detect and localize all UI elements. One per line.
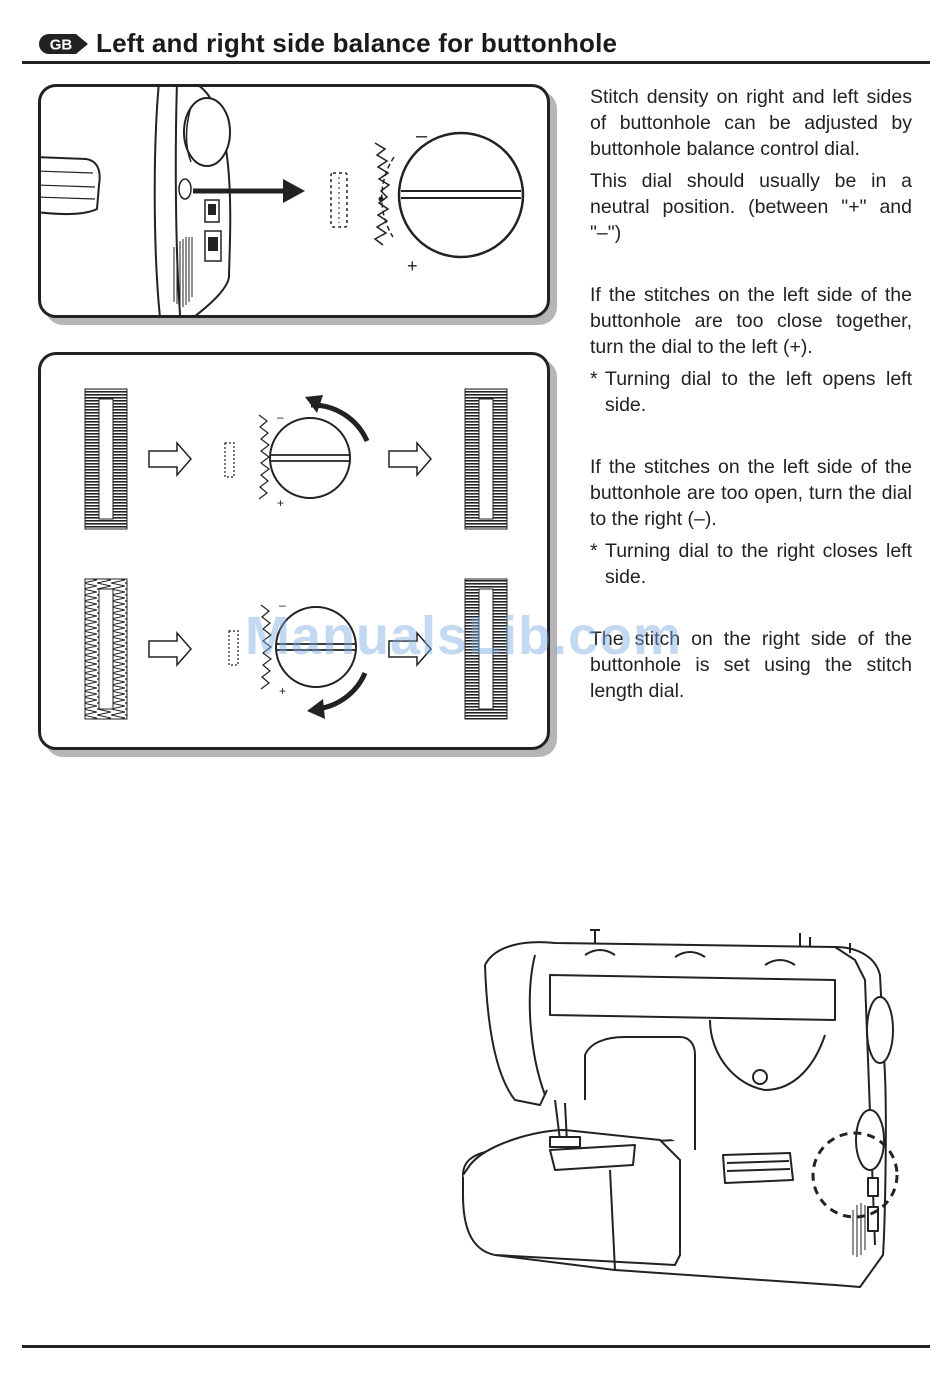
upper-plus-sign: +	[277, 496, 284, 510]
figure-panel-dial-location: – +	[38, 84, 550, 318]
buttonhole-before-open	[84, 578, 128, 720]
lower-plus-sign: +	[279, 684, 286, 698]
upper-minus-sign: –	[277, 410, 284, 424]
dial-location-highlight	[811, 1131, 899, 1219]
dial-adjustment-illustration: – + – +	[84, 388, 508, 720]
dial-turn-right-icon: – +	[228, 598, 368, 719]
dial-location-illustration: – +	[41, 87, 525, 315]
page-title: Left and right side balance for buttonho…	[96, 28, 618, 58]
buttonhole-symbol-icon	[330, 172, 348, 228]
watermark: ManualsLib.com	[245, 606, 683, 666]
lower-minus-sign: –	[279, 598, 286, 612]
buttonhole-after-balanced	[464, 388, 508, 530]
plus-sign: +	[407, 256, 418, 276]
paragraph-right-side: The stitch on the right side of the butt…	[590, 628, 912, 702]
note-turn-left: * Turning dial to the left opens left si…	[590, 366, 912, 418]
note-turn-right-text: Turning dial to the right closes left si…	[605, 540, 912, 588]
note-turn-left-text: Turning dial to the left opens left side…	[605, 368, 912, 416]
balance-dial-icon	[378, 131, 525, 259]
gb-badge-text: GB	[50, 37, 73, 54]
outline-arrow-icon	[148, 631, 192, 667]
paragraph-neutral: This dial should usually be in a neutral…	[590, 170, 912, 244]
outline-arrow-icon	[388, 631, 432, 667]
header-rule	[22, 61, 930, 64]
page-header: GB Left and right side balance for butto…	[22, 24, 930, 62]
dial-turn-left-icon: – +	[224, 395, 370, 510]
note-marker: *	[590, 540, 598, 562]
buttonhole-before-tight	[84, 388, 128, 530]
instructions-text: Stitch density on right and left sides o…	[590, 84, 912, 704]
outline-arrow-icon	[388, 441, 432, 477]
note-marker: *	[590, 368, 598, 390]
sewing-machine-illustration	[462, 929, 899, 1288]
paragraph-too-close: If the stitches on the left side of the …	[590, 284, 912, 358]
note-turn-right: * Turning dial to the right closes left …	[590, 538, 912, 590]
footer-rule	[22, 1345, 930, 1348]
figure-panel-dial-adjustment: – + – +	[38, 352, 550, 750]
outline-arrow-icon	[148, 441, 192, 477]
gb-language-badge: GB	[39, 34, 88, 54]
paragraph-intro: Stitch density on right and left sides o…	[590, 86, 912, 160]
paragraph-too-open: If the stitches on the left side of the …	[590, 456, 912, 530]
minus-sign: –	[416, 125, 428, 147]
buttonhole-after-balanced	[464, 578, 508, 720]
